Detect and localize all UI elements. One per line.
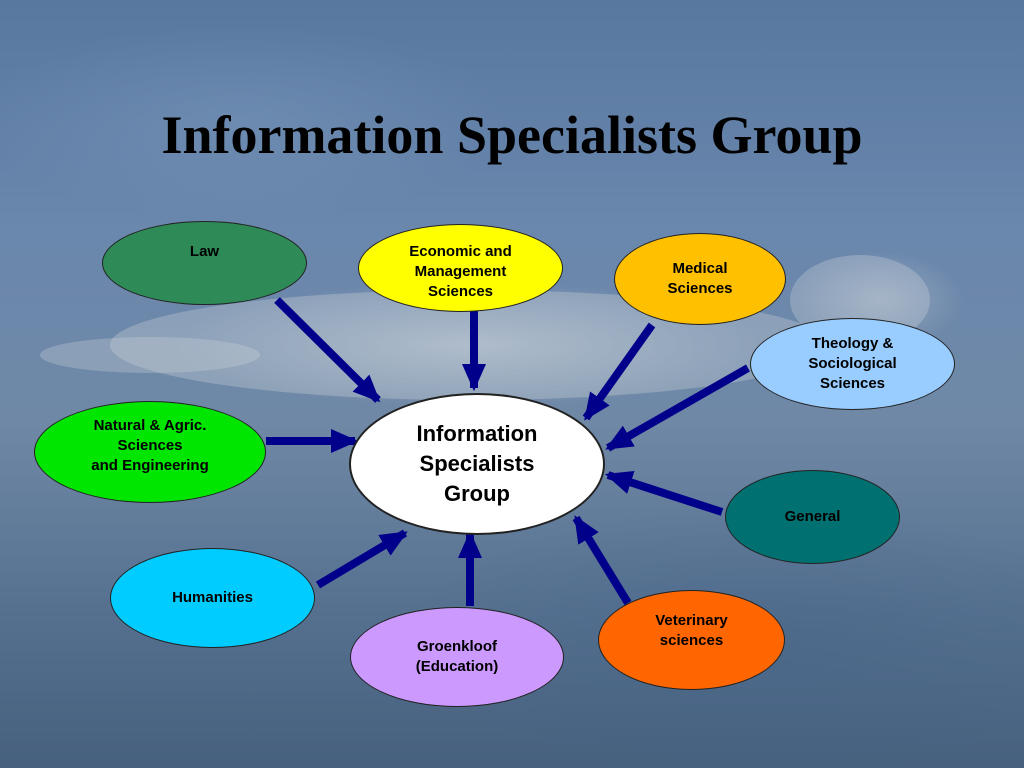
arrow-theology bbox=[605, 364, 750, 452]
slide-title: Information Specialists Group bbox=[161, 105, 863, 165]
node-natural-label: Natural & Agric. Sciences and Engineerin… bbox=[91, 417, 209, 474]
node-humanities-label: Humanities bbox=[172, 589, 253, 606]
node-law-label: Law bbox=[189, 243, 220, 260]
node-general-label: General bbox=[784, 508, 841, 525]
node-groenkloof: Groenkloof (Education) bbox=[350, 607, 564, 707]
node-economic-label: Economic and Management Sciences bbox=[409, 243, 512, 300]
node-medical: Medical Sciences bbox=[614, 233, 786, 325]
node-medical-label: Medical Sciences bbox=[667, 260, 733, 297]
node-veterinary-label: Veterinary sciences bbox=[655, 612, 728, 649]
node-groenkloof-label: Groenkloof (Education) bbox=[415, 638, 499, 675]
node-law: Law bbox=[102, 221, 307, 305]
node-theology: Theology & Sociological Sciences bbox=[750, 318, 955, 410]
node-economic: Economic and Management Sciences bbox=[358, 224, 563, 312]
arrow-veterinary bbox=[572, 515, 632, 606]
node-natural: Natural & Agric. Sciences and Engineerin… bbox=[34, 401, 266, 503]
node-humanities: Humanities bbox=[110, 548, 315, 648]
arrow-humanities bbox=[315, 529, 408, 589]
arrow-law bbox=[274, 297, 381, 403]
center-node: Information Specialists Group bbox=[349, 393, 605, 535]
center-node-label: Information Specialists Group bbox=[416, 421, 538, 506]
node-veterinary: Veterinary sciences bbox=[598, 590, 785, 690]
node-theology-label: Theology & Sociological Sciences bbox=[808, 335, 897, 392]
arrow-general bbox=[604, 470, 724, 516]
node-general: General bbox=[725, 470, 900, 564]
arrow-medical bbox=[582, 322, 656, 421]
